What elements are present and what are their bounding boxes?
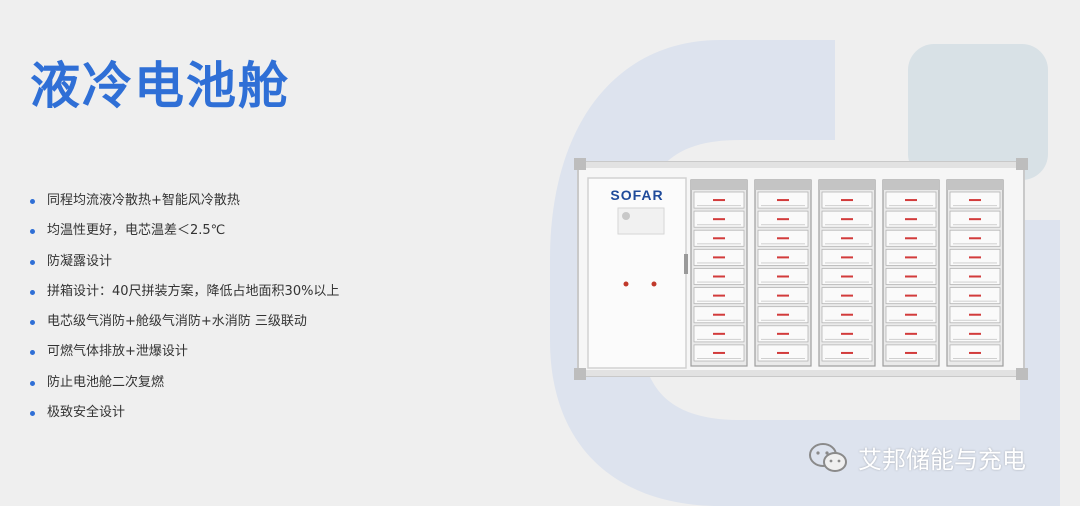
bullet-icon bbox=[30, 289, 35, 295]
bullet-icon bbox=[30, 350, 35, 356]
bullet-icon bbox=[30, 229, 35, 235]
bullet-icon bbox=[30, 411, 35, 417]
bullet-icon bbox=[30, 199, 35, 204]
bullet-icon bbox=[30, 320, 35, 326]
brand-logo: SOFAR bbox=[610, 187, 663, 203]
watermark-text: 艾邦储能与充电 bbox=[858, 446, 1026, 474]
bullet-icon bbox=[30, 259, 35, 265]
watermark: 艾邦储能与充电 bbox=[808, 440, 1026, 475]
battery-rack bbox=[818, 179, 876, 367]
bullet-icon bbox=[30, 380, 35, 386]
feature-item: 电芯级气消防+舱级气消防+水消防 三级联动 bbox=[30, 307, 339, 337]
feature-item: 同程均流液冷散热+智能风冷散热 bbox=[30, 186, 339, 216]
feature-item: 可燃气体排放+泄爆设计 bbox=[30, 337, 339, 367]
battery-container-image: SOFAR bbox=[574, 158, 1028, 380]
feature-item: 极致安全设计 bbox=[30, 398, 339, 428]
feature-item: 防凝露设计 bbox=[30, 247, 339, 277]
feature-item: 均温性更好，电芯温差＜2.5℃ bbox=[30, 216, 339, 246]
battery-rack bbox=[754, 179, 812, 367]
page-title: 液冷电池舱 bbox=[30, 57, 290, 115]
feature-list: 同程均流液冷散热+智能风冷散热 均温性更好，电芯温差＜2.5℃ 防凝露设计 拼箱… bbox=[30, 186, 339, 428]
feature-item: 防止电池舱二次复燃 bbox=[30, 368, 339, 398]
battery-rack bbox=[690, 179, 748, 367]
wechat-icon bbox=[809, 442, 847, 472]
feature-item: 拼箱设计：40尺拼装方案，降低占地面积30%以上 bbox=[30, 277, 339, 307]
battery-rack bbox=[946, 179, 1004, 367]
battery-rack bbox=[882, 179, 940, 367]
